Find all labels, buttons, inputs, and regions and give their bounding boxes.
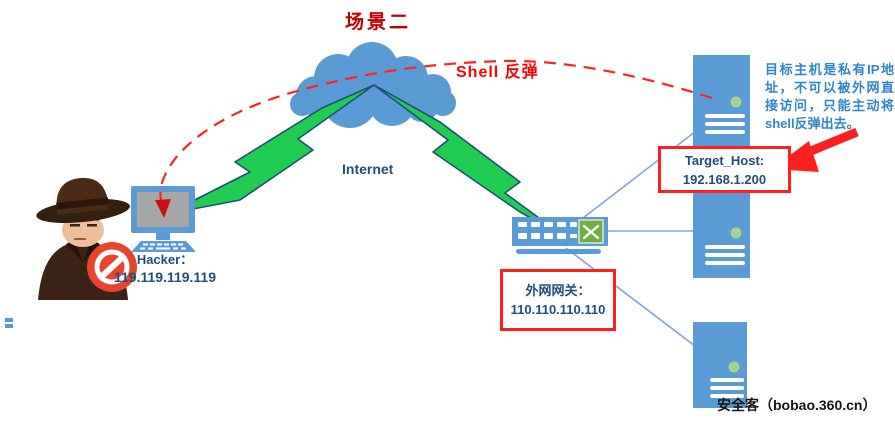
hacker-spy-icon (36, 178, 137, 300)
no-entry-icon (87, 242, 137, 292)
lightning-bolt-icon-left (166, 84, 375, 215)
hacker-computer-icon (131, 186, 196, 252)
internet-label: Internet (342, 161, 394, 177)
stray-mark (5, 318, 13, 330)
page-title: 场景二 (344, 12, 411, 33)
server-tower-icon-bottom (693, 322, 747, 408)
target-note-text: 目标主机是私有IP地址，不可以被外网直接访问，只能主动将shell反弹出去。 (765, 62, 894, 131)
lan-link-lines (565, 127, 717, 363)
hacker-caption: Hacker： 119.119.119.119 (105, 251, 225, 287)
watermark-text: 安全客（bobao.360.cn） (717, 397, 877, 413)
gateway-switch-icon (512, 217, 608, 254)
hacker-ip-label: 119.119.119.119 (113, 269, 216, 285)
gateway-label: 外网网关： (525, 283, 591, 298)
target-host-ip: 192.168.1.200 (682, 171, 767, 187)
link-switch-to-bottom-server (565, 247, 717, 363)
hacker-name-label: Hacker： (136, 252, 194, 267)
server-tower-icon-top (693, 55, 750, 147)
target-host-label: Target_Host: (684, 152, 765, 168)
link-switch-to-top-server (582, 127, 701, 219)
internet-cloud-icon (290, 42, 456, 128)
shell-rebound-label: Shell 反弹 (456, 64, 539, 81)
gateway-ip: 110.110.110.110 (510, 302, 606, 317)
target-host-box: Target_Host: 192.168.1.200 (658, 146, 791, 193)
reverse-shell-dashed-arrow (155, 59, 713, 218)
server-tower-icon-middle (693, 192, 750, 278)
gateway-box: 外网网关： 110.110.110.110 (500, 269, 616, 331)
